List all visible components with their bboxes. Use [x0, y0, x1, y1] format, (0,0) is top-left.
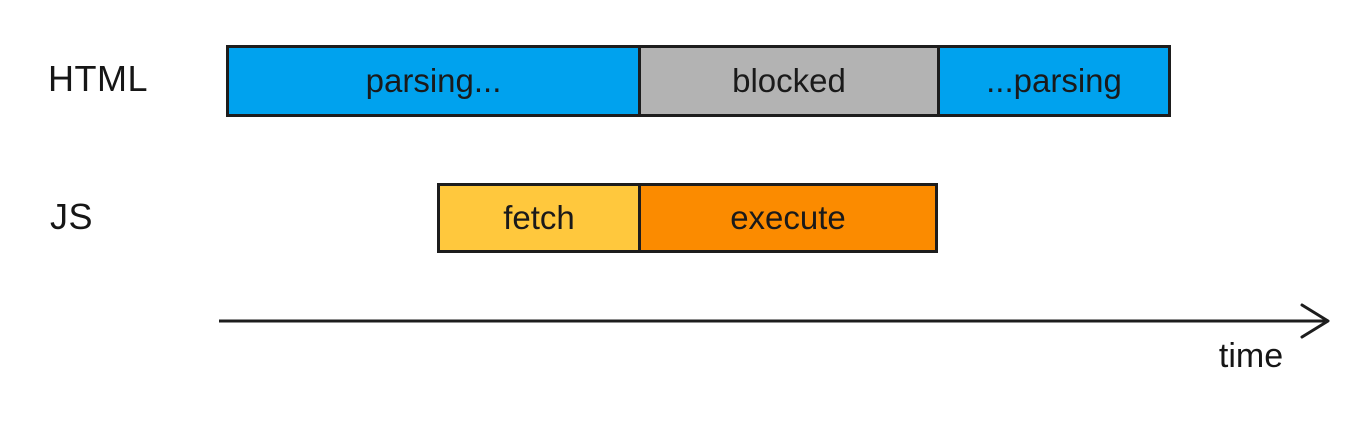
segment-parsing-before: parsing...: [229, 48, 638, 114]
row-label-js: JS: [50, 196, 94, 237]
row-label-html: HTML: [48, 58, 148, 99]
segment-blocked: blocked: [638, 48, 937, 114]
segment-fetch: fetch: [440, 186, 638, 250]
js-activity-bar: fetch execute: [437, 183, 938, 253]
html-parsing-bar: parsing... blocked ...parsing: [226, 45, 1171, 117]
time-axis-label: time: [1218, 337, 1284, 375]
segment-execute: execute: [638, 186, 935, 250]
segment-parsing-after: ...parsing: [937, 48, 1168, 114]
time-axis-arrow-icon: [219, 303, 1330, 339]
